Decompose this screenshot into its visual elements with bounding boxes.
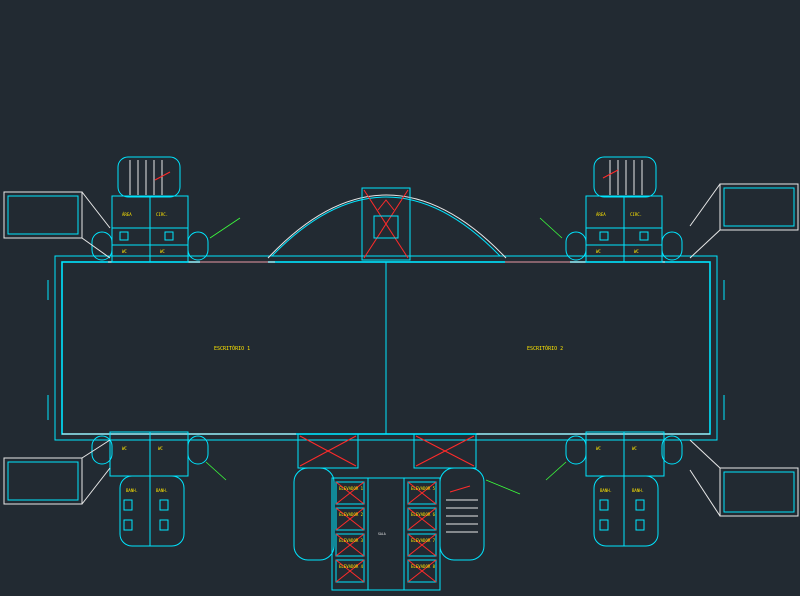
svg-text:BANH.: BANH. [600,488,612,493]
svg-text:CIRC.: CIRC. [630,212,642,217]
core-top-left: ÁREA CIRC. WC WC [91,156,209,263]
elevator-6-label: ELEVADOR 6 [411,512,436,517]
elevator-3-label: ELEVADOR 3 [339,538,364,543]
svg-text:ÁREA: ÁREA [122,212,132,217]
core-bottom-right: WC WC BANH. BANH. [565,431,683,547]
svg-text:WC: WC [160,249,165,254]
sala-label: SALA [378,532,386,536]
svg-text:WC: WC [158,446,163,451]
elevator-7-label: ELEVADOR 7 [411,538,436,543]
svg-text:BANH.: BANH. [156,488,168,493]
detail-box-top-left [3,191,111,259]
central-dome [267,187,507,261]
core-bottom-left: WC WC BANH. BANH. [91,431,209,547]
detail-box-bottom-left [3,439,111,505]
svg-text:WC: WC [596,446,601,451]
svg-text:WC: WC [122,446,127,451]
svg-text:WC: WC [122,249,127,254]
main-office-block [47,255,725,441]
detail-box-bottom-right [689,439,799,517]
svg-text:CIRC.: CIRC. [156,212,168,217]
elevator-1-label: ELEVADOR 1 [339,486,364,491]
svg-text:ÁREA: ÁREA [596,212,606,217]
office-1-label: ESCRITÓRIO 1 [214,345,250,352]
svg-text:WC: WC [596,249,601,254]
elevator-5-label: ELEVADOR 5 [411,486,436,491]
svg-text:BANH.: BANH. [126,488,138,493]
svg-text:WC: WC [632,446,637,451]
annotation-leaders [205,217,567,495]
elevator-2-label: ELEVADOR 2 [339,512,364,517]
detail-box-top-right [689,183,799,259]
office-2-label: ESCRITÓRIO 2 [527,345,563,352]
svg-text:BANH.: BANH. [632,488,644,493]
elevator-8-label: ELEVADOR 8 [411,564,436,569]
svg-text:WC: WC [634,249,639,254]
elevator-4-label: ELEVADOR 4 [339,564,364,569]
core-bottom-center [293,433,485,591]
core-top-right: ÁREA CIRC. WC WC [565,156,683,263]
